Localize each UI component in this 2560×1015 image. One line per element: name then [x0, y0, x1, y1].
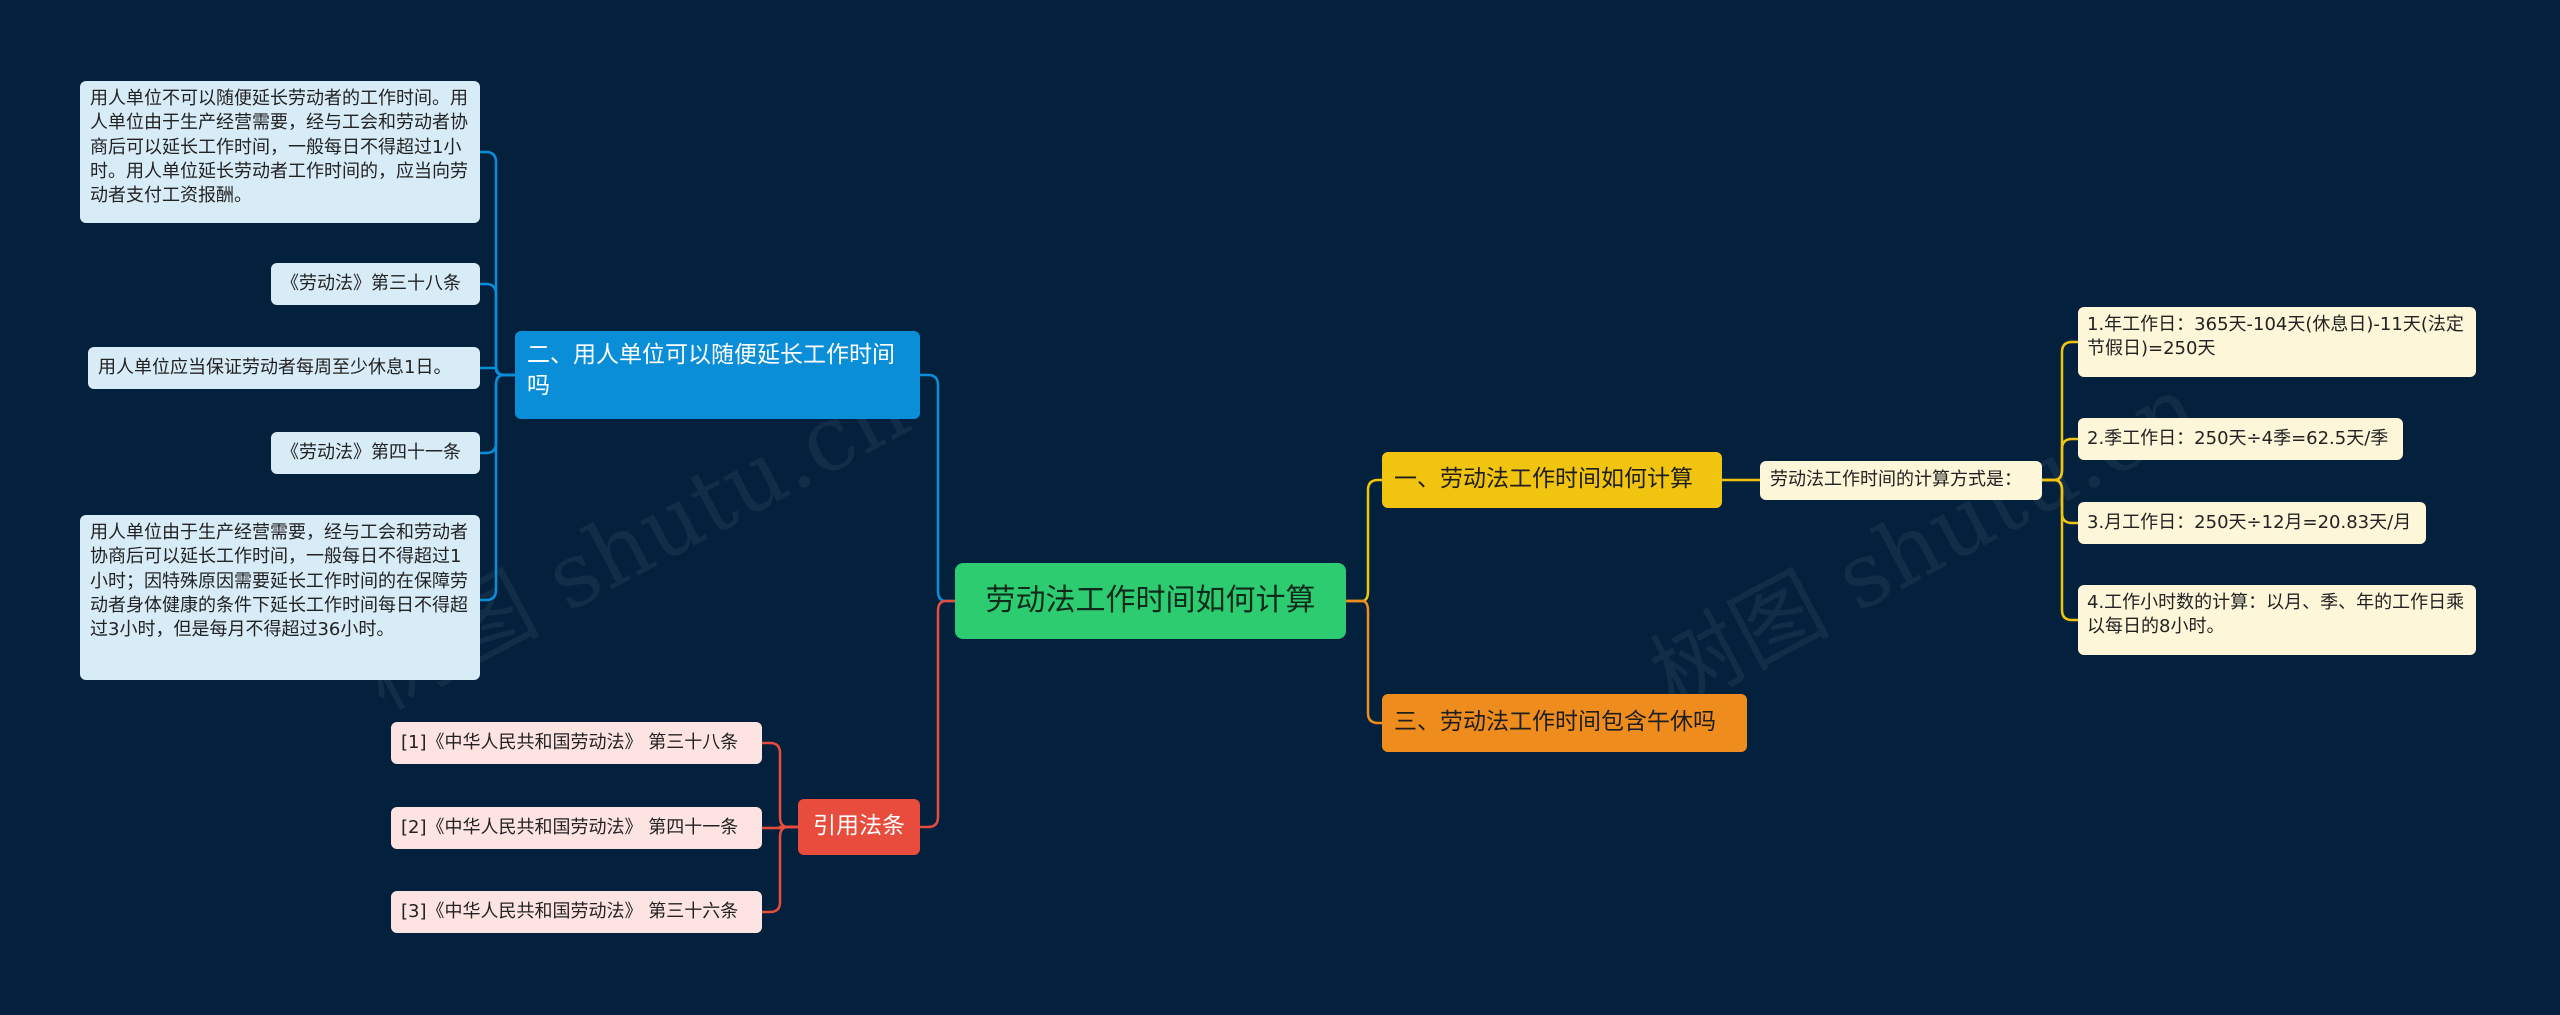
subnode-calculation-method[interactable]: 劳动法工作时间的计算方式是： [1760, 461, 2042, 500]
link-b4-leaf3 [762, 825, 798, 914]
link-mid-leaf3 [2042, 478, 2078, 525]
link-root-b3 [1346, 599, 1382, 725]
link-root-b2 [920, 373, 955, 603]
leaf-overtime-limits[interactable]: 用人单位由于生产经营需要，经与工会和劳动者协商后可以延长工作时间，一般每日不得超… [80, 515, 480, 680]
link-b2-leaf5 [480, 373, 515, 602]
leaf-month-workdays[interactable]: 3.月工作日：250天÷12月=20.83天/月 [2078, 502, 2426, 544]
link-b2-leaf1 [480, 150, 515, 377]
leaf-quarter-workdays[interactable]: 2.季工作日：250天÷4季=62.5天/季 [2078, 418, 2403, 460]
link-mid-leaf4 [2042, 478, 2078, 622]
leaf-citation-41[interactable]: [2]《中华人民共和国劳动法》 第四十一条 [391, 807, 762, 849]
link-mid-leaf2 [2042, 437, 2078, 482]
branch-node-extend-work-time[interactable]: 二、用人单位可以随便延长工作时间吗 [515, 331, 920, 419]
link-root-b4 [920, 599, 955, 829]
link-root-b1 [1346, 478, 1382, 603]
branch-node-cited-laws[interactable]: 引用法条 [798, 799, 920, 855]
leaf-weekly-rest[interactable]: 用人单位应当保证劳动者每周至少休息1日。 [88, 347, 480, 389]
leaf-extension-rule[interactable]: 用人单位不可以随便延长劳动者的工作时间。用人单位由于生产经营需要，经与工会和劳动… [80, 81, 480, 223]
leaf-citation-36[interactable]: [3]《中华人民共和国劳动法》 第三十六条 [391, 891, 762, 933]
leaf-citation-38[interactable]: [1]《中华人民共和国劳动法》 第三十八条 [391, 722, 762, 764]
leaf-article-41[interactable]: 《劳动法》第四十一条 [271, 432, 480, 474]
branch-node-lunch-break[interactable]: 三、劳动法工作时间包含午休吗 [1382, 694, 1747, 752]
link-b2-leaf2 [480, 282, 515, 377]
leaf-annual-workdays[interactable]: 1.年工作日：365天-104天(休息日)-11天(法定节假日)=250天 [2078, 307, 2476, 377]
root-node[interactable]: 劳动法工作时间如何计算 [955, 563, 1346, 639]
leaf-article-38[interactable]: 《劳动法》第三十八条 [271, 263, 480, 305]
branch-node-work-time-calculation[interactable]: 一、劳动法工作时间如何计算 [1382, 452, 1722, 508]
link-b2-leaf4 [480, 373, 515, 455]
link-mid-leaf1 [2042, 340, 2078, 482]
leaf-work-hours[interactable]: 4.工作小时数的计算：以月、季、年的工作日乘以每日的8小时。 [2078, 585, 2476, 655]
link-b4-leaf1 [762, 741, 798, 829]
